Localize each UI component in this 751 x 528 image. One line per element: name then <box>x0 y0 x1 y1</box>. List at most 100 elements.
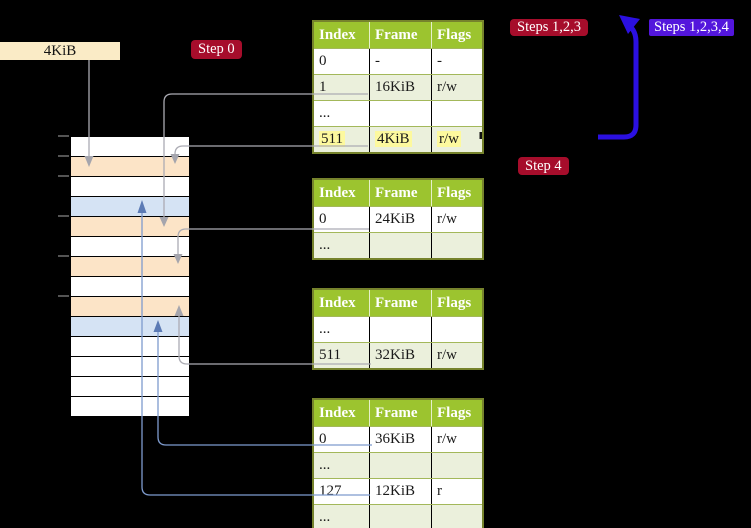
table-cell-text: ... <box>319 509 331 525</box>
table-cell: ... <box>314 505 370 528</box>
memory-frame-row <box>71 397 189 416</box>
table-row: 511 32KiB r/w <box>314 342 482 368</box>
strip-tick-marks <box>58 135 69 297</box>
table-cell: ... <box>314 233 370 258</box>
table-header-cell: Index <box>314 22 370 48</box>
table-header-cell: Index <box>314 180 370 206</box>
table-cell-text: 127 <box>319 483 342 499</box>
badge-step-4: Step 4 <box>518 157 569 175</box>
table-cell-text: ... <box>319 321 331 337</box>
arrowhead-up-left-icon <box>619 15 640 34</box>
memory-frame-row <box>71 297 189 317</box>
badge-steps-1-2-3: Steps 1,2,3 <box>510 19 589 36</box>
table-cell-text: - <box>437 53 442 69</box>
memory-frame-row <box>71 257 189 277</box>
table-cell: ... <box>314 317 370 342</box>
table-cell <box>432 453 482 478</box>
table-cell: 32KiB <box>370 343 432 368</box>
table-cell: 0 <box>314 49 370 74</box>
table-row: 127 12KiB r <box>314 478 482 504</box>
table-cell-text: 24KiB <box>375 211 416 227</box>
table-cell-text: 12KiB <box>375 483 416 499</box>
table-cell-text: 1 <box>319 79 327 95</box>
table-row: ... <box>314 316 482 342</box>
table-cell-text: 511 <box>319 347 341 363</box>
table-cell-text: 4KiB <box>375 131 412 147</box>
table-cell: - <box>432 49 482 74</box>
table-cell <box>432 101 482 126</box>
table-row: ... <box>314 100 482 126</box>
table-cell-text: r/w <box>437 211 457 227</box>
table-cell-text: 0 <box>319 431 327 447</box>
memory-frame-row <box>71 237 189 257</box>
table-header-cell: Flags <box>437 185 472 201</box>
memory-frame-row <box>71 317 189 337</box>
table-header-cell: Flags <box>437 295 472 311</box>
memory-frame-row <box>71 377 189 397</box>
table-cell <box>370 317 432 342</box>
table-cell-text: ... <box>319 237 331 253</box>
table-cell: 0 <box>314 207 370 232</box>
memory-frame-row <box>71 217 189 237</box>
table-row: 1 16KiB r/w <box>314 74 482 100</box>
table-cell-text: 511 <box>319 131 345 147</box>
table-cell: 1 <box>314 75 370 100</box>
table-cell: r/w <box>432 207 482 232</box>
table-header-cell: Flags <box>437 27 472 43</box>
table-cell: r/w <box>432 127 482 152</box>
table-cell: 16KiB <box>370 75 432 100</box>
table-cell: ... <box>314 453 370 478</box>
table-cell <box>370 505 432 528</box>
table-cell-text: r/w <box>437 347 457 363</box>
table-cell: r <box>432 479 482 504</box>
table-cell <box>432 233 482 258</box>
table-cell: ... <box>314 101 370 126</box>
memory-frame-row <box>71 157 189 177</box>
memory-frame-row <box>71 277 189 297</box>
table-header-cell: Flags <box>437 405 472 421</box>
table-cell-text: - <box>375 53 380 69</box>
big-loop-arrow <box>598 15 640 140</box>
table-cell-text: r/w <box>437 131 461 147</box>
table-cell: - <box>370 49 432 74</box>
table-cell-text: r/w <box>437 79 457 95</box>
table-cell-text: 0 <box>319 53 327 69</box>
table-row: 0 - - <box>314 48 482 74</box>
table-row: ... <box>314 452 482 478</box>
table-cell: 36KiB <box>370 427 432 452</box>
table-row: 511 4KiB r/w <box>314 126 482 152</box>
table-cell: 4KiB <box>370 127 432 152</box>
table-row: 0 24KiB r/w <box>314 206 482 232</box>
table-cell: r/w <box>432 75 482 100</box>
table-cell <box>370 101 432 126</box>
badge-step-0: Step 0 <box>191 40 242 59</box>
table-cell-text: 0 <box>319 211 327 227</box>
table-cell-text: r/w <box>437 431 457 447</box>
table-cell-text: 16KiB <box>375 79 416 95</box>
table-cell: 127 <box>314 479 370 504</box>
memory-frame-row <box>71 137 189 157</box>
table-cell <box>370 453 432 478</box>
table-cell-text: r <box>437 483 442 499</box>
badge-steps-1-2-3-4: Steps 1,2,3,4 <box>649 19 734 36</box>
table-row: ... <box>314 504 482 528</box>
table-header-cell: Index <box>314 290 370 316</box>
table-header-cell: Frame <box>370 22 432 48</box>
table-header-cell: Index <box>314 400 370 426</box>
table-cell: 24KiB <box>370 207 432 232</box>
table-cell: 12KiB <box>370 479 432 504</box>
table-header-cell: Frame <box>370 400 432 426</box>
memory-frame-row <box>71 197 189 217</box>
table-cell <box>432 317 482 342</box>
table-cell: r/w <box>432 427 482 452</box>
table-cell: 511 <box>314 343 370 368</box>
